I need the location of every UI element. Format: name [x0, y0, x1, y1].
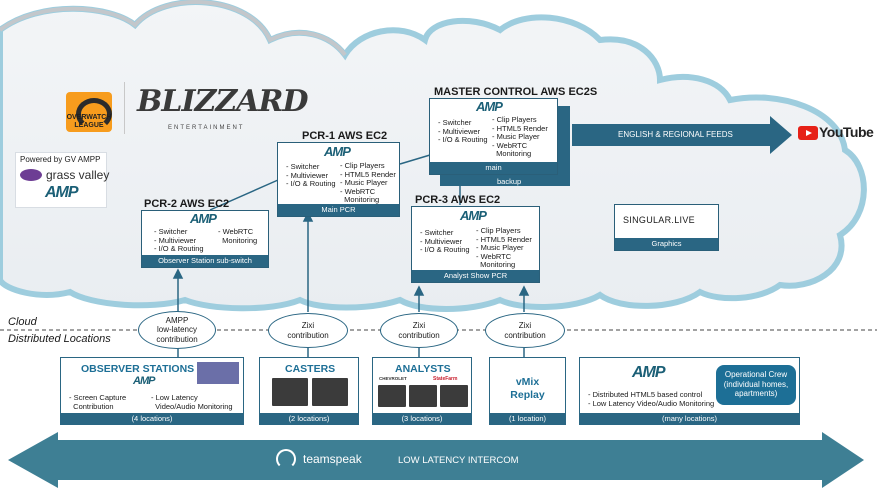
grass-valley-icon — [20, 169, 42, 181]
powered-by-label: Powered by GV AMPP — [20, 155, 101, 164]
crew-box: AMP - Distributed HTML5 based control - … — [579, 357, 800, 425]
observer-stations-box: OBSERVER STATIONS AMP - Screen Capture C… — [60, 357, 244, 425]
casters-count: (2 locations) — [260, 413, 358, 424]
pcr2-title: PCR-2 AWS EC2 — [144, 198, 230, 210]
pcr3-bar: Analyst Show PCR — [412, 270, 539, 282]
master-features-left: - Switcher - Multiviewer - I/O & Routing — [438, 118, 488, 144]
distributed-region-label: Distributed Locations — [8, 333, 111, 345]
analysts-count: (3 locations) — [373, 413, 471, 424]
grass-valley-name: grass valley — [46, 168, 110, 182]
pcr3-title: PCR-3 AWS EC2 — [415, 194, 501, 206]
pcr3-features-left: - Switcher - Multiviewer - I/O & Routing — [420, 228, 470, 254]
contribution-zixi-casters: Zixi contribution — [268, 313, 348, 348]
vmix-title: vMix Replay — [510, 376, 545, 401]
singular-live-logo: SINGULAR.LIVE — [623, 215, 695, 225]
contribution-zixi-vmix: Zixi contribution — [485, 313, 565, 348]
youtube-icon — [798, 126, 818, 140]
operational-crew-bubble: Operational Crew (individual homes, apar… — [716, 365, 796, 405]
observer-title: OBSERVER STATIONS — [81, 363, 195, 375]
sponsor-chevrolet: CHEVROLET — [379, 376, 407, 381]
analyst-thumbnail-2 — [409, 385, 437, 407]
connector-pcr2-pcr1 — [209, 179, 279, 211]
pcr2-features-right: - WebRTC Monitoring — [218, 227, 258, 245]
pcr3-amp-mark: AMP — [460, 208, 487, 223]
master-features-right: - Clip Players - HTML5 Render - Music Pl… — [492, 115, 548, 158]
observer-features-left: - Screen Capture Contribution — [69, 393, 127, 411]
analyst-thumbnail-3 — [440, 385, 468, 407]
analyst-thumbnail-1 — [378, 385, 406, 407]
master-control-box: AMP - Switcher - Multiviewer - I/O & Rou… — [429, 98, 558, 175]
caster-thumbnail-2 — [312, 378, 348, 406]
intercom-label: LOW LATENCY INTERCOM — [398, 455, 519, 466]
vmix-box: vMix Replay (1 location) — [489, 357, 566, 425]
blizzard-subtitle: ENTERTAINMENT — [168, 125, 245, 131]
pcr3-features-right: - Clip Players - HTML5 Render - Music Pl… — [476, 226, 532, 269]
connector-pcr1-master — [399, 154, 431, 165]
master-main-bar: main — [430, 162, 557, 174]
teamspeak-label: teamspeak — [303, 452, 362, 466]
casters-box: CASTERS (2 locations) — [259, 357, 359, 425]
blizzard-logo: BLIZZARD — [137, 84, 309, 119]
feeds-label: ENGLISH & REGIONAL FEEDS — [618, 130, 733, 139]
youtube-label: YouTube — [819, 124, 874, 140]
sponsor-statefarm: StateFarm — [433, 376, 458, 382]
master-backup-label: backup — [497, 177, 522, 186]
contribution-ampp: AMPP low-latency contribution — [138, 311, 216, 349]
intercom-arrow — [8, 432, 864, 488]
master-amp-mark: AMP — [476, 99, 503, 114]
crew-count: (many locations) — [580, 413, 799, 424]
graphics-box: SINGULAR.LIVE Graphics — [614, 204, 719, 251]
pcr1-features-left: - Switcher - Multiviewer - I/O & Routing — [286, 162, 336, 188]
logo-divider — [124, 82, 125, 134]
pcr3-box: AMP - Switcher - Multiviewer - I/O & Rou… — [411, 206, 540, 283]
cloud-region-label: Cloud — [8, 316, 37, 328]
overwatch-league-text: OVERWATCH LEAGUE — [66, 114, 112, 129]
pcr2-bar: Observer Station sub-switch — [142, 255, 268, 267]
graphics-bar: Graphics — [615, 238, 718, 250]
casters-title: CASTERS — [285, 363, 336, 375]
analysts-title: ANALYSTS — [395, 363, 451, 375]
observer-count: (4 locations) — [61, 413, 243, 424]
feeds-arrow — [572, 116, 792, 154]
pcr2-box: AMP - Switcher - Multiviewer - I/O & Rou… — [141, 210, 269, 268]
pcr1-features-right: - Clip Players - HTML5 Render - Music Pl… — [340, 161, 396, 204]
analysts-box: ANALYSTS CHEVROLET StateFarm (3 location… — [372, 357, 472, 425]
gv-amp-mark: AMP — [45, 184, 79, 201]
vmix-count: (1 location) — [490, 413, 565, 424]
caster-thumbnail-1 — [272, 378, 308, 406]
crew-amp-mark: AMP — [632, 364, 666, 381]
observer-amp-mark: AMP — [133, 375, 155, 387]
pcr1-bar: Main PCR — [278, 204, 399, 216]
observer-features-right: - Low Latency Video/Audio Monitoring — [151, 393, 233, 411]
pcr2-features-left: - Switcher - Multiviewer - I/O & Routing — [154, 227, 204, 253]
overwatch-league-logo — [66, 92, 112, 132]
contribution-arrows — [172, 211, 530, 357]
observer-thumbnail — [197, 362, 239, 384]
master-control-title: MASTER CONTROL AWS EC2S — [434, 86, 598, 98]
pcr1-box: AMP - Switcher - Multiviewer - I/O & Rou… — [277, 142, 400, 217]
contribution-zixi-analysts: Zixi contribution — [380, 313, 458, 348]
pcr1-amp-mark: AMP — [324, 144, 351, 159]
pcr2-amp-mark: AMP — [190, 211, 217, 226]
teamspeak-icon — [276, 449, 296, 469]
pcr1-title: PCR-1 AWS EC2 — [302, 130, 388, 142]
crew-features: - Distributed HTML5 based control - Low … — [588, 390, 715, 408]
